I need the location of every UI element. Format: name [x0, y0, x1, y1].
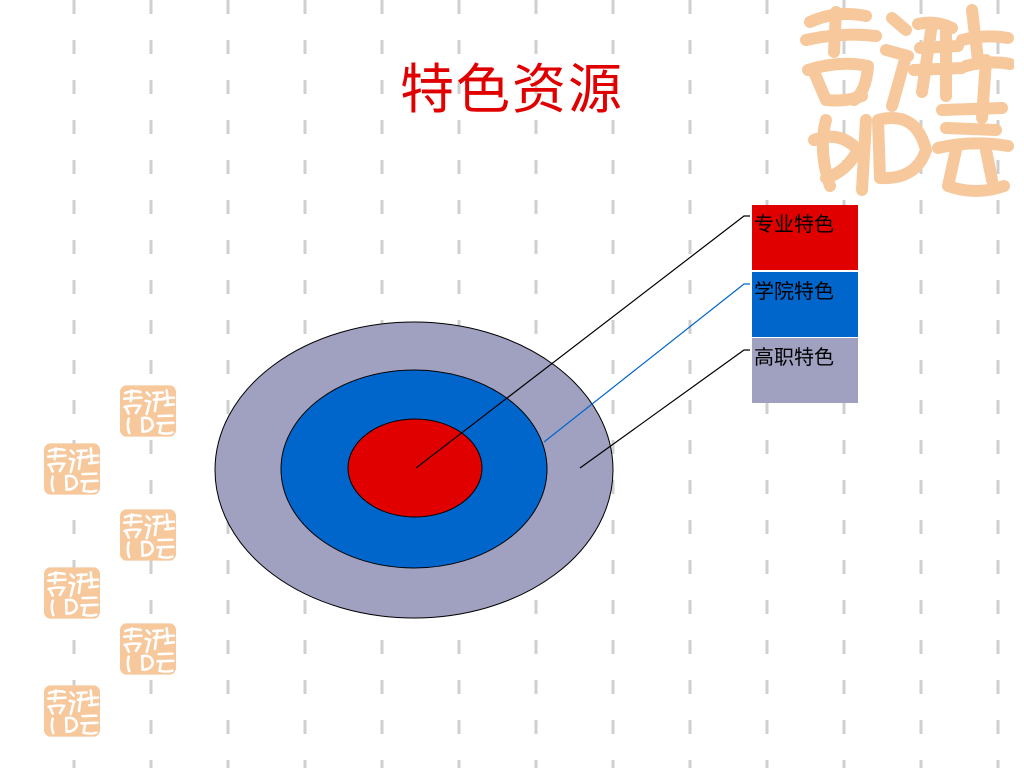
- leader-line-college: [543, 283, 750, 443]
- legend-label-major: 专业特色: [754, 212, 834, 236]
- legend-box-vocational: 高职特色: [752, 338, 858, 403]
- legend-box-college: 学院特色: [752, 272, 858, 337]
- leader-line-major: [415, 215, 750, 469]
- legend-label-vocational: 高职特色: [754, 345, 834, 369]
- legend-label-college: 学院特色: [754, 279, 834, 303]
- leader-line-vocational: [579, 349, 750, 469]
- inner-circle: [347, 418, 483, 518]
- legend-box-major: 专业特色: [752, 205, 858, 270]
- seal-large-icon: [800, 4, 1014, 197]
- slide-title: 特色资源: [400, 58, 624, 121]
